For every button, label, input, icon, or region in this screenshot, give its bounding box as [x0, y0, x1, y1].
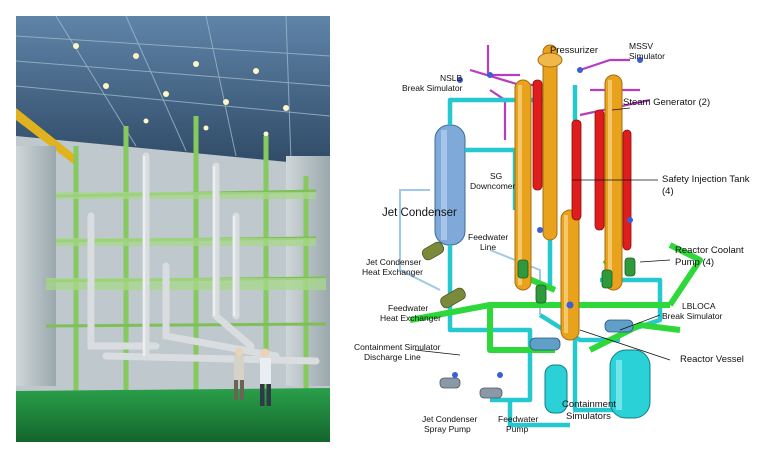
safety-injection-tank-1: [532, 79, 543, 191]
label-pressurizer: Pressurizer: [550, 45, 599, 56]
label-containment-1: Containment: [562, 399, 616, 410]
label-fw-pump-1: Feedwater: [498, 414, 539, 424]
label-containment-discharge-2: Discharge Line: [364, 352, 421, 362]
pressurizer-vessel: [542, 44, 558, 241]
label-lbloca-1: LBLOCA: [682, 301, 716, 311]
label-fw-heat-exchanger-2: Heat Exchanger: [380, 313, 441, 323]
containment-simulator-left: [544, 364, 568, 414]
label-safety-injection-count: (4): [662, 186, 674, 197]
facility-schematic: Pressurizer MSSV Simulator NSLB Break Si…: [340, 30, 772, 450]
safety-injection-tank-2: [571, 119, 582, 221]
facility-photo-illustration: [16, 16, 330, 442]
safety-injection-tank-3: [594, 109, 605, 231]
steam-generator-left: [514, 79, 532, 291]
label-fw-heat-exchanger-1: Feedwater: [388, 303, 429, 313]
label-fw-pump-2: Pump: [506, 424, 529, 434]
label-reactor-vessel: Reactor Vessel: [680, 354, 744, 365]
label-jet-condenser: Jet Condenser: [382, 207, 457, 219]
label-nslb: NSLB: [440, 73, 463, 83]
label-containment-2: Simulators: [566, 411, 611, 422]
label-sg: SG: [490, 171, 503, 181]
label-containment-discharge-1: Containment Simulator: [354, 342, 441, 352]
label-rcp-1: Reactor Coolant: [675, 245, 744, 256]
label-mssv-simulator: Simulator: [629, 51, 665, 61]
label-mssv: MSSV: [629, 41, 654, 51]
label-jc-spray-pump-1: Jet Condenser: [422, 414, 478, 424]
label-safety-injection-tank: Safety Injection Tank: [662, 174, 750, 185]
reactor-vessel: [560, 209, 580, 341]
label-feedwater-line-2: Line: [480, 242, 497, 252]
steam-generator-right: [604, 74, 623, 291]
label-jc-spray-pump-2: Spray Pump: [424, 424, 471, 434]
schematic-illustration: [399, 44, 703, 428]
label-jc-heat-exchanger-1: Jet Condenser: [366, 257, 422, 267]
label-lbloca-2: Break Simulator: [662, 311, 723, 321]
label-steam-generator: Steam Generator (2): [623, 97, 711, 108]
safety-injection-tank-4: [622, 129, 632, 251]
label-nslb-break-simulator: Break Simulator: [402, 83, 463, 93]
label-jc-heat-exchanger-2: Heat Exchanger: [362, 267, 423, 277]
facility-photo: [16, 16, 330, 442]
label-feedwater-line-1: Feedwater: [468, 232, 509, 242]
label-rcp-2: Pump (4): [675, 257, 715, 268]
jet-condenser-vessel: [434, 124, 466, 246]
label-downcomer: Downcomer: [470, 181, 516, 191]
